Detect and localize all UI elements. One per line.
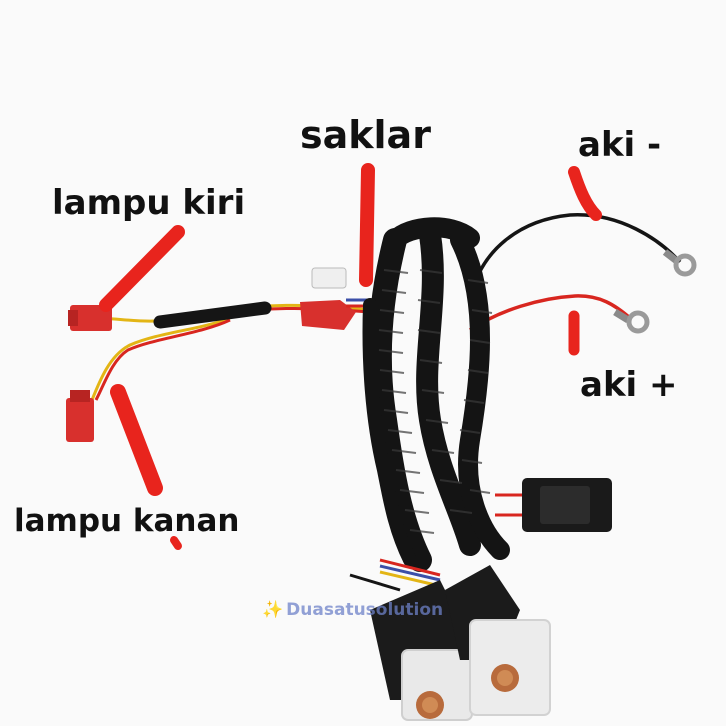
label-aki-plus: aki + — [580, 365, 678, 405]
label-aki-minus: aki - — [578, 125, 662, 165]
ring-terminal-negative — [662, 249, 697, 277]
relay-right — [445, 565, 551, 716]
label-lampu-kanan: lampu kanan — [14, 503, 240, 539]
switch-connector — [300, 267, 372, 330]
label-saklar: saklar — [300, 113, 431, 157]
relay-left — [370, 580, 473, 721]
lamp-right-connector — [66, 390, 94, 442]
lamp-left-connector — [68, 305, 112, 331]
annotation-strokes — [99, 163, 602, 550]
sparkle-icon: ✨ — [262, 600, 284, 620]
ring-terminal-positive — [613, 309, 650, 334]
watermark: ✨Duasatusolution — [262, 600, 443, 620]
label-lampu-kiri: lampu kiri — [52, 183, 246, 223]
fuse-holder — [495, 478, 612, 532]
watermark-text: Duasatusolution — [286, 600, 444, 620]
